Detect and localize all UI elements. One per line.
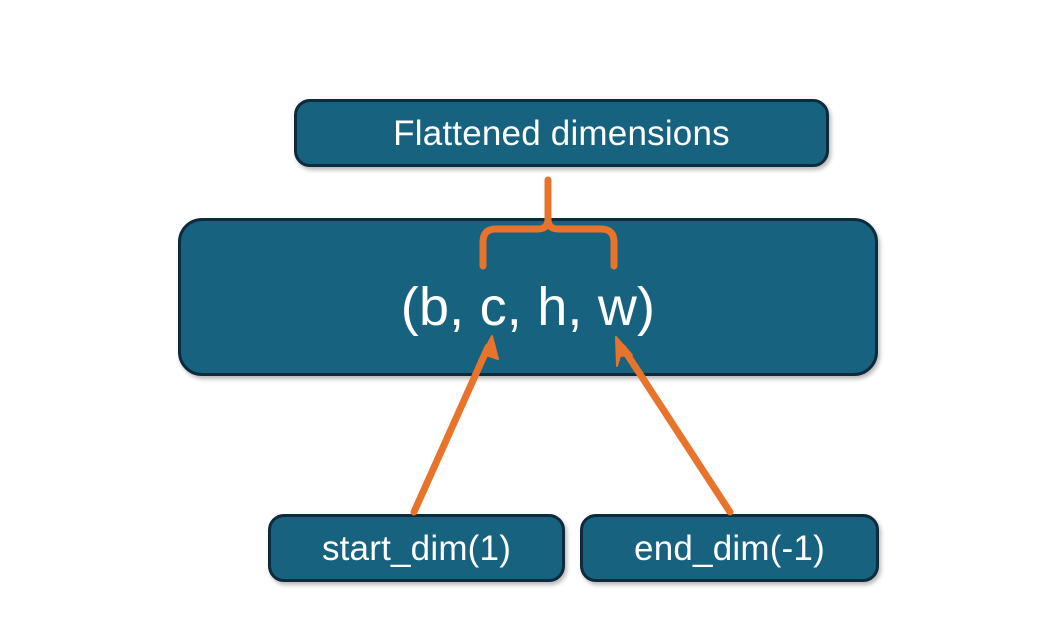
flattened-dimensions-label: Flattened dimensions [393,113,730,153]
flattened-dimensions-box[interactable]: Flattened dimensions [294,99,829,167]
end-dim-label: end_dim(-1) [634,528,825,568]
start-dim-label: start_dim(1) [321,528,512,568]
tensor-shape-box[interactable]: (b, c, h, w) [178,218,878,376]
tensor-shape-label: (b, c, h, w) [400,277,656,337]
start-dim-box[interactable]: start_dim(1) [268,514,565,582]
end-dim-box[interactable]: end_dim(-1) [580,514,879,582]
